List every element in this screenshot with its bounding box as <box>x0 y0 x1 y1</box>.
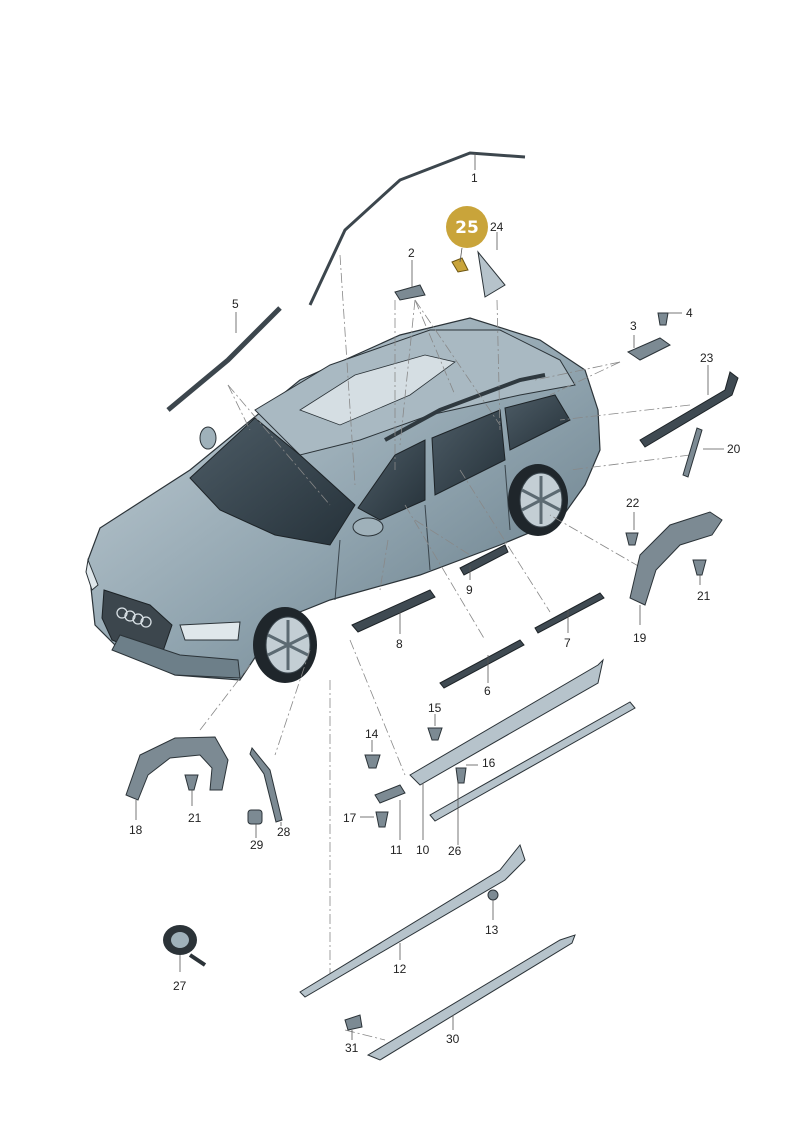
part-17-screw[interactable] <box>375 811 389 828</box>
part-1-roof-moulding[interactable] <box>308 151 526 306</box>
part-8-door-trim[interactable] <box>351 589 436 633</box>
callout-10[interactable]: 10 <box>416 843 430 857</box>
callout-15[interactable]: 15 <box>428 701 442 715</box>
car-quarter-window <box>504 394 571 451</box>
car-sunroof <box>299 354 456 426</box>
part-11-bracket[interactable] <box>374 784 406 804</box>
part-19-wheel-arch-trim[interactable] <box>629 511 723 606</box>
callout-13[interactable]: 13 <box>485 923 499 937</box>
callout-12[interactable]: 12 <box>393 962 407 976</box>
part-12-trim-strip[interactable] <box>299 843 526 998</box>
part-21-clip-right[interactable] <box>692 559 707 576</box>
part-7-door-trim[interactable] <box>534 592 605 634</box>
car-mirror-left <box>199 426 217 450</box>
part-23-trim-strip[interactable] <box>639 371 739 448</box>
callout-26[interactable]: 26 <box>448 844 462 858</box>
highlight-badge-circle <box>446 206 488 248</box>
callout-24[interactable]: 24 <box>490 220 504 234</box>
part-5-window-moulding[interactable] <box>166 306 282 412</box>
part-30-sill-trim[interactable] <box>366 934 576 1061</box>
part-6-door-trim[interactable] <box>439 639 525 689</box>
leader-lines <box>199 254 691 1041</box>
callout-14[interactable]: 14 <box>365 727 379 741</box>
part-21-clip-left[interactable] <box>184 774 199 791</box>
part-27-adhesive-tape[interactable] <box>163 925 207 967</box>
part-3-bracket[interactable] <box>626 337 671 361</box>
callout-28[interactable]: 28 <box>277 825 291 839</box>
part-26-trim-strip[interactable] <box>429 701 636 822</box>
callout-19[interactable]: 19 <box>633 631 647 645</box>
callout-21-left[interactable]: 21 <box>188 811 202 825</box>
car-front-wheel <box>253 607 317 683</box>
part-2-clip[interactable] <box>394 284 426 301</box>
car-side-window-rear <box>431 409 506 496</box>
car-rear-wheel <box>508 464 568 536</box>
callout-22[interactable]: 22 <box>626 496 640 510</box>
part-15-fastener[interactable] <box>427 727 443 741</box>
car-windscreen <box>189 417 356 546</box>
part-4-screw[interactable] <box>657 312 669 326</box>
part-28-trim[interactable] <box>249 746 283 823</box>
part-31-clip[interactable] <box>344 1014 363 1031</box>
car-side-window-front <box>357 439 426 521</box>
car-roof <box>254 329 576 456</box>
part-29-clip[interactable] <box>247 809 263 825</box>
car-headlight-left <box>85 558 99 591</box>
callout-11[interactable]: 11 <box>390 843 403 857</box>
car-bumper <box>111 634 241 679</box>
highlight-badge-25[interactable]: 25 <box>446 206 488 263</box>
part-9-door-trim[interactable] <box>459 544 509 576</box>
callout-27[interactable]: 27 <box>173 979 187 993</box>
part-14-fastener[interactable] <box>364 754 381 769</box>
car-badge-rings <box>116 607 152 628</box>
callout-29[interactable]: 29 <box>250 838 264 852</box>
callout-5[interactable]: 5 <box>232 297 239 311</box>
callout-6[interactable]: 6 <box>484 684 491 698</box>
part-10-sill-panel[interactable] <box>409 658 604 786</box>
car-illustration <box>85 317 601 683</box>
callout-18[interactable]: 18 <box>129 823 143 837</box>
callouts: 1 2 3 4 5 6 7 8 9 10 11 12 13 14 15 16 1 <box>129 153 741 1055</box>
part-25-screw[interactable] <box>451 257 469 273</box>
callout-16[interactable]: 16 <box>482 756 496 770</box>
part-18-wheel-arch-trim[interactable] <box>125 736 229 801</box>
callout-3[interactable]: 3 <box>630 319 637 333</box>
callout-8[interactable]: 8 <box>396 637 403 651</box>
callout-17[interactable]: 17 <box>343 811 357 825</box>
car-mirror <box>352 517 384 537</box>
callout-7[interactable]: 7 <box>564 636 571 650</box>
callout-30[interactable]: 30 <box>446 1032 460 1046</box>
callout-1[interactable]: 1 <box>471 171 478 185</box>
callout-21-right[interactable]: 21 <box>697 589 711 603</box>
callout-9[interactable]: 9 <box>466 583 473 597</box>
car-door-lines <box>334 464 511 601</box>
part-13-clip[interactable] <box>487 889 499 901</box>
callout-31[interactable]: 31 <box>345 1041 359 1055</box>
callout-20[interactable]: 20 <box>727 442 741 456</box>
car-headlight <box>179 621 241 641</box>
part-22-screw[interactable] <box>625 532 639 546</box>
part-16-screw[interactable] <box>455 767 467 784</box>
callout-23[interactable]: 23 <box>700 351 714 365</box>
part-20-trim-strip[interactable] <box>682 427 703 478</box>
highlight-badge-label: 25 <box>455 218 479 238</box>
part-24-triangle-trim[interactable] <box>477 250 506 298</box>
callout-2[interactable]: 2 <box>408 246 415 260</box>
callout-4[interactable]: 4 <box>686 306 693 320</box>
